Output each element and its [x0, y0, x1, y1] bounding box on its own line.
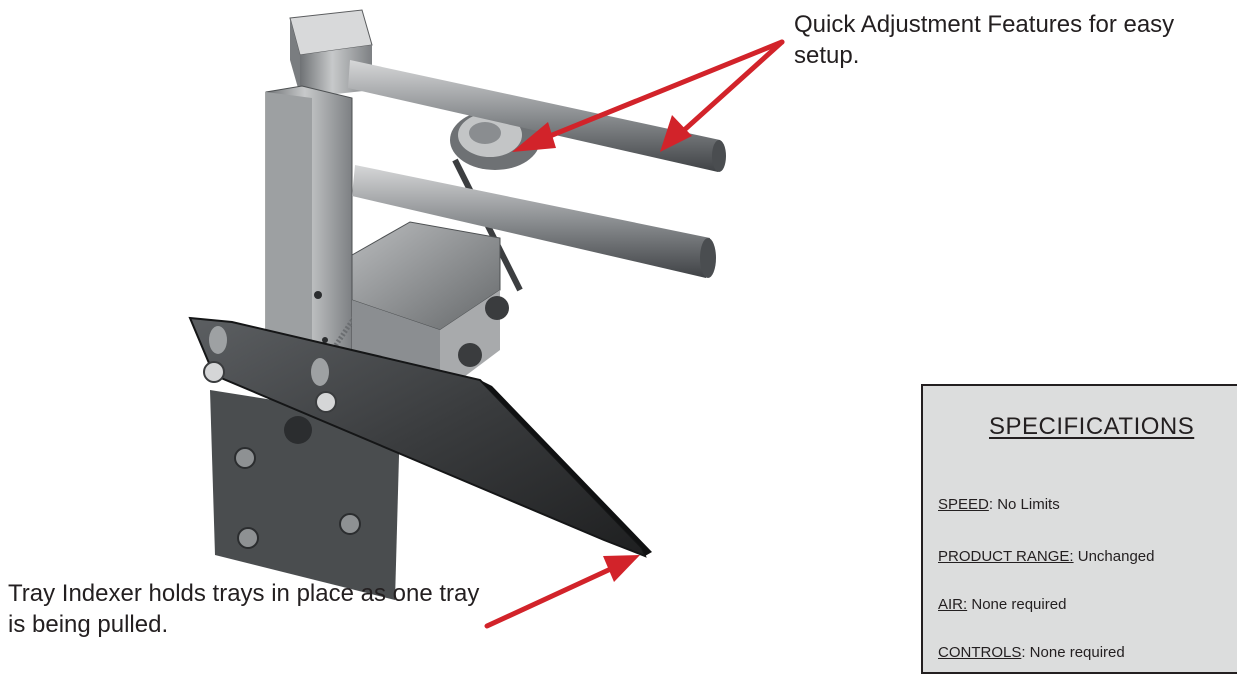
- spec-controls-key: CONTROLS: [938, 644, 1022, 661]
- lower-guide-rod: [352, 165, 716, 278]
- back-mounting-plate: [210, 390, 400, 600]
- spec-controls: CONTROLS: None required: [938, 644, 1125, 661]
- tray-indexer-plate: [188, 316, 652, 558]
- spec-speed-value: : No Limits: [988, 496, 1060, 513]
- spec-air-value: None required: [967, 596, 1067, 613]
- specifications-panel: SPECIFICATIONS SPEED: No Limits PRODUCT …: [921, 384, 1237, 674]
- upper-guide-rod: [348, 60, 726, 172]
- spec-product-range: PRODUCT RANGE: Unchanged: [938, 548, 1154, 565]
- spec-controls-value: : None required: [1021, 644, 1125, 661]
- spec-speed: SPEED: No Limits: [938, 496, 1060, 513]
- spec-product-range-key: PRODUCT RANGE:: [938, 548, 1074, 565]
- adjustment-caption: Quick Adjustment Features for easy setup…: [794, 11, 1175, 69]
- tray-indexer-photo: [188, 9, 726, 600]
- indexer-caption: Tray Indexer holds trays in place as one…: [8, 580, 480, 638]
- spec-product-range-value: Unchanged: [1073, 548, 1155, 565]
- spec-air-key: AIR:: [938, 596, 968, 613]
- specifications-title: SPECIFICATIONS: [989, 413, 1195, 440]
- spec-speed-key: SPEED: [938, 496, 989, 513]
- spec-air: AIR: None required: [938, 596, 1066, 613]
